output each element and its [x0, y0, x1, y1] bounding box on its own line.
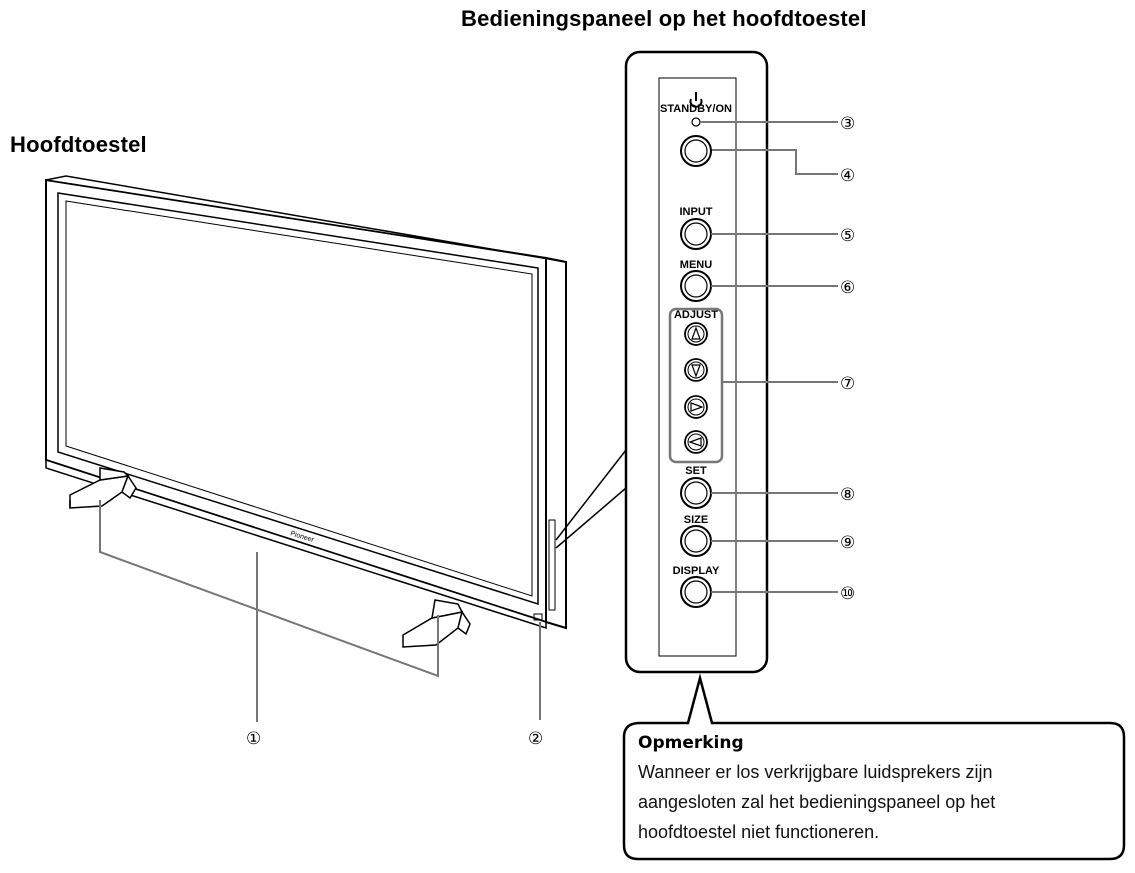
- menu-button[interactable]: [680, 270, 712, 302]
- standby-on-button[interactable]: [680, 135, 712, 167]
- callout-3: ③: [840, 114, 855, 134]
- set-button[interactable]: [680, 477, 712, 509]
- display-label: DISPLAY: [673, 565, 720, 577]
- plasma-display-unit: Pioneer: [45, 175, 567, 648]
- input-label: INPUT: [680, 206, 713, 218]
- panel-heading: Bedieningspaneel op het hoofdtoestel: [461, 6, 867, 31]
- standby-on-label: STANDBY/ON: [660, 103, 732, 115]
- arrow-right-icon: [690, 402, 704, 412]
- standby-indicator: [691, 117, 701, 127]
- size-button[interactable]: [680, 525, 712, 557]
- note-line-2: aangesloten zal het bedieningspaneel op …: [638, 792, 996, 812]
- power-icon: [689, 92, 703, 108]
- set-label: SET: [685, 465, 707, 477]
- note-line-3: hoofdtoestel niet functioneren.: [638, 822, 880, 842]
- display-button[interactable]: [680, 576, 712, 608]
- note-title: Opmerking: [638, 733, 744, 753]
- leader-lines-panel: [700, 121, 838, 593]
- arrow-down-icon: [691, 364, 701, 378]
- note-box: Opmerking Wanneer er los verkrijgbare lu…: [624, 723, 1124, 859]
- tv-power-indicator: [533, 613, 543, 621]
- callout-6: ⑥: [840, 278, 855, 298]
- callout-2: ②: [528, 729, 543, 749]
- adjust-label: ADJUST: [674, 309, 718, 321]
- arrow-up-icon: [691, 326, 701, 340]
- stand-right: [402, 599, 471, 648]
- callout-7: ⑦: [840, 374, 855, 394]
- main-unit-heading: Hoofdtoestel: [10, 132, 147, 157]
- stand-left: [69, 467, 137, 509]
- callout-9: ⑨: [840, 533, 855, 553]
- adjust-down-button[interactable]: [684, 358, 708, 382]
- callout-10: ⑩: [840, 584, 855, 604]
- adjust-group-frame: [668, 307, 724, 464]
- adjust-up-button[interactable]: [684, 322, 708, 346]
- callout-4: ④: [840, 166, 855, 186]
- zoom-lines: [555, 449, 627, 549]
- callout-8: ⑧: [840, 485, 855, 505]
- callout-1: ①: [246, 729, 261, 749]
- note-box-outline: [622, 673, 1126, 861]
- input-button[interactable]: [680, 218, 712, 250]
- note-line-1: Wanneer er los verkrijgbare luidsprekers…: [638, 762, 993, 782]
- adjust-left-button[interactable]: [684, 430, 708, 454]
- size-label: SIZE: [684, 514, 708, 526]
- callout-5: ⑤: [840, 226, 855, 246]
- leader-lines-main: [99, 500, 541, 722]
- menu-label: MENU: [680, 259, 712, 271]
- arrow-left-icon: [688, 437, 702, 447]
- control-panel: STANDBY/ON INPUT MENU ADJUST: [624, 50, 769, 674]
- adjust-right-button[interactable]: [684, 395, 708, 419]
